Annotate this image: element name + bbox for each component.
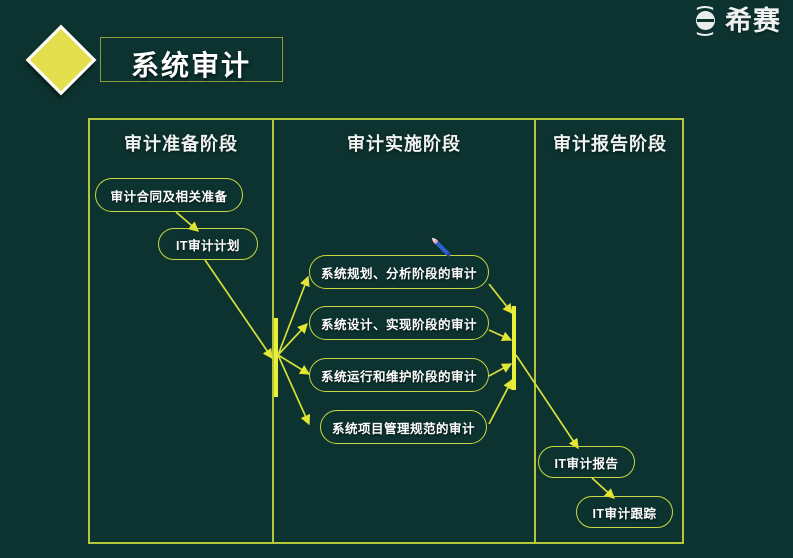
circle-in-parentheses-icon [688,4,722,38]
brand-logo: 希赛 [688,4,781,38]
column-header-prepare: 审计准备阶段 [124,134,238,154]
pen-cursor [431,237,452,258]
node-it-audit-report[interactable]: IT审计报告 [538,446,635,478]
page-title: 系统审计 [131,50,252,81]
node-operation-maintenance-audit[interactable]: 系统运行和维护阶段的审计 [309,358,489,392]
column-divider-2 [534,120,536,542]
column-divider-1 [272,120,274,542]
node-planning-analysis-audit[interactable]: 系统规划、分析阶段的审计 [309,255,489,289]
diamond-bullet-icon [25,24,97,96]
node-project-management-audit[interactable]: 系统项目管理规范的审计 [320,410,487,444]
node-it-audit-follow-up[interactable]: IT审计跟踪 [576,496,673,528]
node-it-audit-plan[interactable]: IT审计计划 [158,228,258,260]
node-design-implementation-audit[interactable]: 系统设计、实现阶段的审计 [309,306,489,340]
title-frame [100,37,283,82]
column-header-implement: 审计实施阶段 [347,134,461,154]
diagram-frame: 审计准备阶段 审计实施阶段 审计报告阶段 [88,118,684,544]
node-audit-contract[interactable]: 审计合同及相关准备 [95,178,243,212]
slide-title-group: 系统审计 [25,24,286,96]
column-header-report: 审计报告阶段 [553,134,667,154]
brand-name: 希赛 [725,6,781,36]
